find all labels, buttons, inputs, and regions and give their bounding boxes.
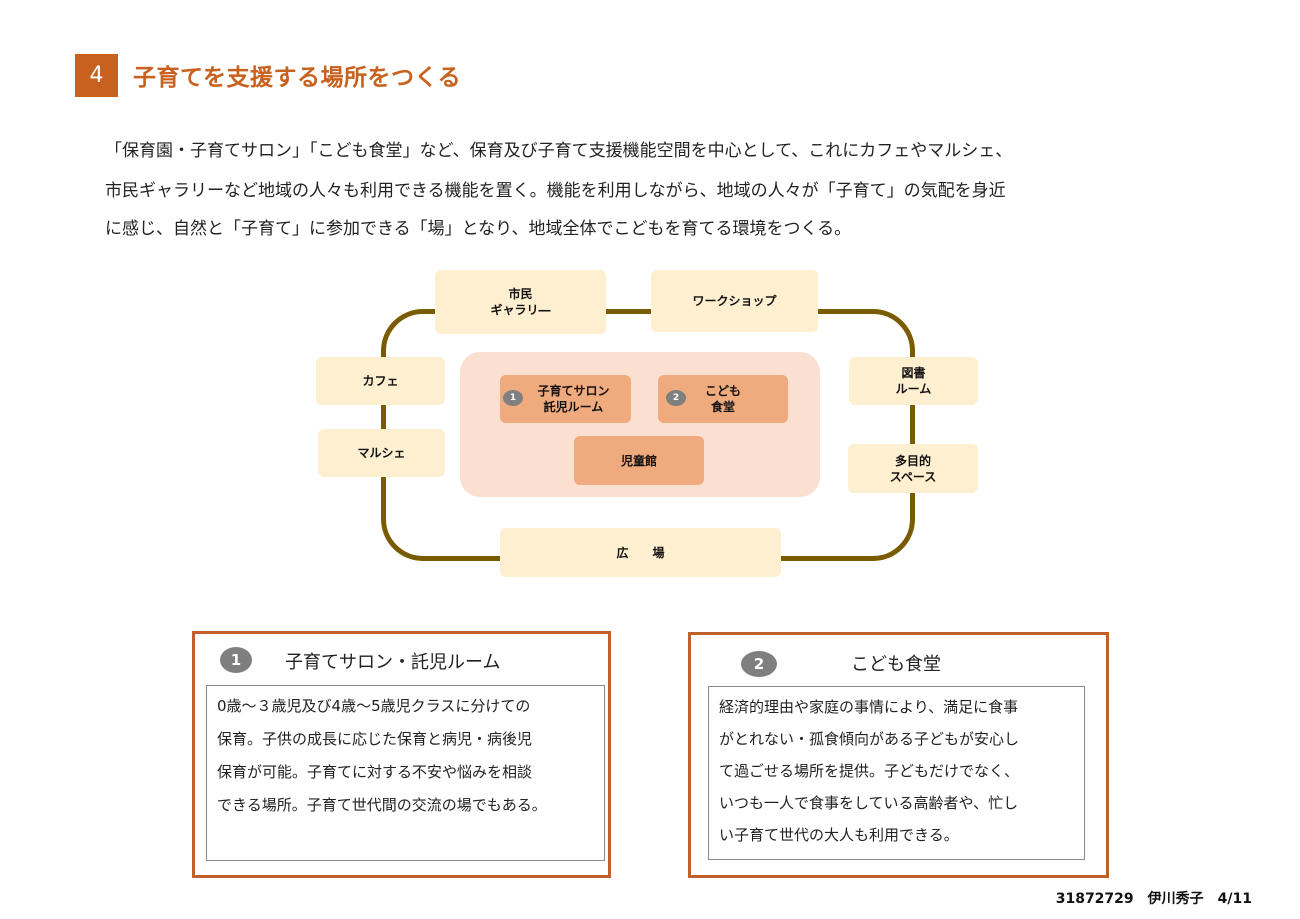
cafeteria-box: 2 こども 食堂	[658, 375, 788, 423]
card-cafeteria-line-3: て過ごせる場所を提供。子どもだけでなく、	[719, 762, 1020, 780]
plaza-box: 広 場	[500, 528, 781, 577]
card-salon-line-4: できる場所。子育て世代間の交流の場でもある。	[217, 796, 547, 814]
childrens-hall-box: 児童館	[574, 436, 704, 485]
card-salon: 1 子育てサロン・託児ルーム 0歳～３歳児及び4歳～5歳児クラスに分けての 保育…	[192, 631, 611, 878]
page-footer: 31872729 伊川秀子 4/11	[1055, 891, 1252, 907]
card-cafeteria-line-5: い子育て世代の大人も利用できる。	[719, 826, 959, 844]
card-salon-badge: 1	[220, 647, 252, 673]
card-cafeteria-line-1: 経済的理由や家庭の事情により、満足に食事	[719, 698, 1019, 716]
marche-box: マルシェ	[318, 429, 445, 477]
card-cafeteria-line-2: がとれない・孤食傾向がある子どもが安心し	[719, 730, 1020, 748]
intro-line-2: 市民ギャラリーなど地域の人々も利用できる機能を置く。機能を利用しながら、地域の人…	[105, 181, 1006, 201]
multipurpose-box: 多目的 スペース	[848, 444, 978, 493]
card-salon-body: 0歳～３歳児及び4歳～5歳児クラスに分けての 保育。子供の成長に応じた保育と病児…	[206, 685, 605, 861]
section-title: 子育てを支援する場所をつくる	[133, 65, 462, 91]
section-number: 4	[75, 54, 118, 97]
card-cafeteria: 2 こども食堂 経済的理由や家庭の事情により、満足に食事 がとれない・孤食傾向が…	[688, 632, 1109, 878]
intro-line-3: に感じ、自然と「子育て」に参加できる「場」となり、地域全体でこどもを育てる環境を…	[105, 219, 852, 239]
intro-line-1: 「保育園・子育てサロン」「こども食堂」など、保育及び子育て支援機能空間を中心とし…	[105, 141, 1013, 161]
cafe-box: カフェ	[316, 357, 445, 405]
card-salon-line-2: 保育。子供の成長に応じた保育と病児・病後児	[217, 730, 533, 748]
card-cafeteria-title: こども食堂	[851, 654, 941, 675]
cafeteria-label: こども 食堂	[704, 384, 741, 414]
salon-badge: 1	[503, 390, 523, 406]
gallery-box: 市民 ギャラリ―	[435, 270, 606, 334]
card-salon-line-1: 0歳～３歳児及び4歳～5歳児クラスに分けての	[217, 697, 531, 715]
card-salon-line-3: 保育が可能。子育てに対する不安や悩みを相談	[217, 763, 533, 781]
card-cafeteria-badge: 2	[741, 651, 777, 677]
salon-label: 子育てサロン 託児ルーム	[537, 384, 610, 414]
salon-box: 1 子育てサロン 託児ルーム	[500, 375, 631, 423]
workshop-box: ワークショップ	[651, 270, 818, 332]
cafeteria-badge: 2	[666, 390, 686, 406]
card-cafeteria-body: 経済的理由や家庭の事情により、満足に食事 がとれない・孤食傾向がある子どもが安心…	[708, 686, 1085, 860]
card-cafeteria-line-4: いつも一人で食事をしている高齢者や、忙し	[719, 794, 1019, 812]
library-box: 図書 ルーム	[849, 357, 978, 405]
card-salon-title: 子育てサロン・託児ルーム	[285, 652, 501, 673]
